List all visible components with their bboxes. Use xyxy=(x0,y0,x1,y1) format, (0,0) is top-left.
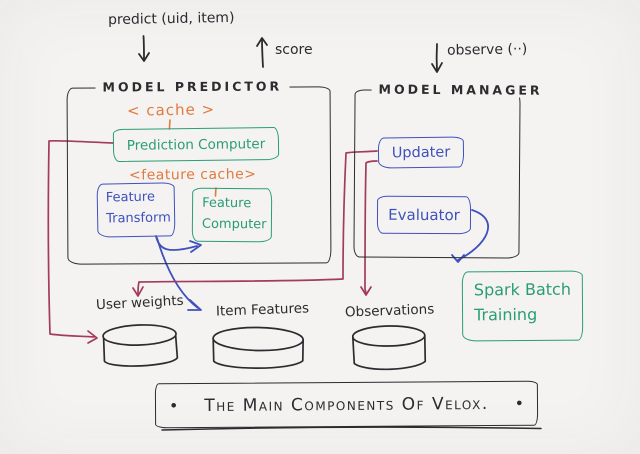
caption-box: • The Main Components Of Velox. • xyxy=(154,380,539,429)
score-label: score xyxy=(275,42,313,58)
observations-cylinder xyxy=(351,325,427,371)
feature-cache-connector xyxy=(214,187,217,197)
observations-label: Observations xyxy=(344,301,435,321)
model-predictor-title: MODEL PREDICTOR xyxy=(95,78,290,95)
observe-arrow xyxy=(431,43,443,73)
model-manager-title: MODEL MANAGER xyxy=(371,81,550,98)
evaluator-to-spark-arrow xyxy=(451,209,489,263)
score-arrow xyxy=(256,37,268,68)
spark-batch-training-box: Spark Batch Training xyxy=(461,270,584,342)
cache-connector xyxy=(168,119,171,130)
feature-cache-label: <feature cache> xyxy=(128,166,257,184)
updater-to-user-weights-arrow xyxy=(132,150,378,297)
evaluator-box: Evaluator xyxy=(376,195,472,235)
predict-arrow xyxy=(138,35,150,62)
predict-call-label: predict (uid, item) xyxy=(107,9,235,29)
user-weights-cylinder xyxy=(102,324,179,367)
cache-label: < cache > xyxy=(126,100,216,120)
caption-bullet-left: • xyxy=(168,396,179,416)
updater-box: Updater xyxy=(377,136,465,169)
feature-transform-box: Feature Transform xyxy=(96,182,176,238)
item-features-cylinder xyxy=(212,326,305,369)
caption-bullet-right: • xyxy=(514,393,525,413)
item-features-label: Item Features xyxy=(215,300,310,320)
observe-call-label: observe (··) xyxy=(446,41,528,59)
feature-transform-to-item-features-arrow xyxy=(156,237,202,311)
prediction-computer-to-user-weights-arrow xyxy=(47,139,114,344)
updater-to-observations-arrow xyxy=(360,160,378,296)
prediction-computer-box: Prediction Computer xyxy=(112,126,280,163)
caption-text: The Main Components Of Velox. xyxy=(204,393,489,416)
feature-computer-box: Feature Computer xyxy=(191,187,273,243)
caption-underline xyxy=(161,426,542,431)
